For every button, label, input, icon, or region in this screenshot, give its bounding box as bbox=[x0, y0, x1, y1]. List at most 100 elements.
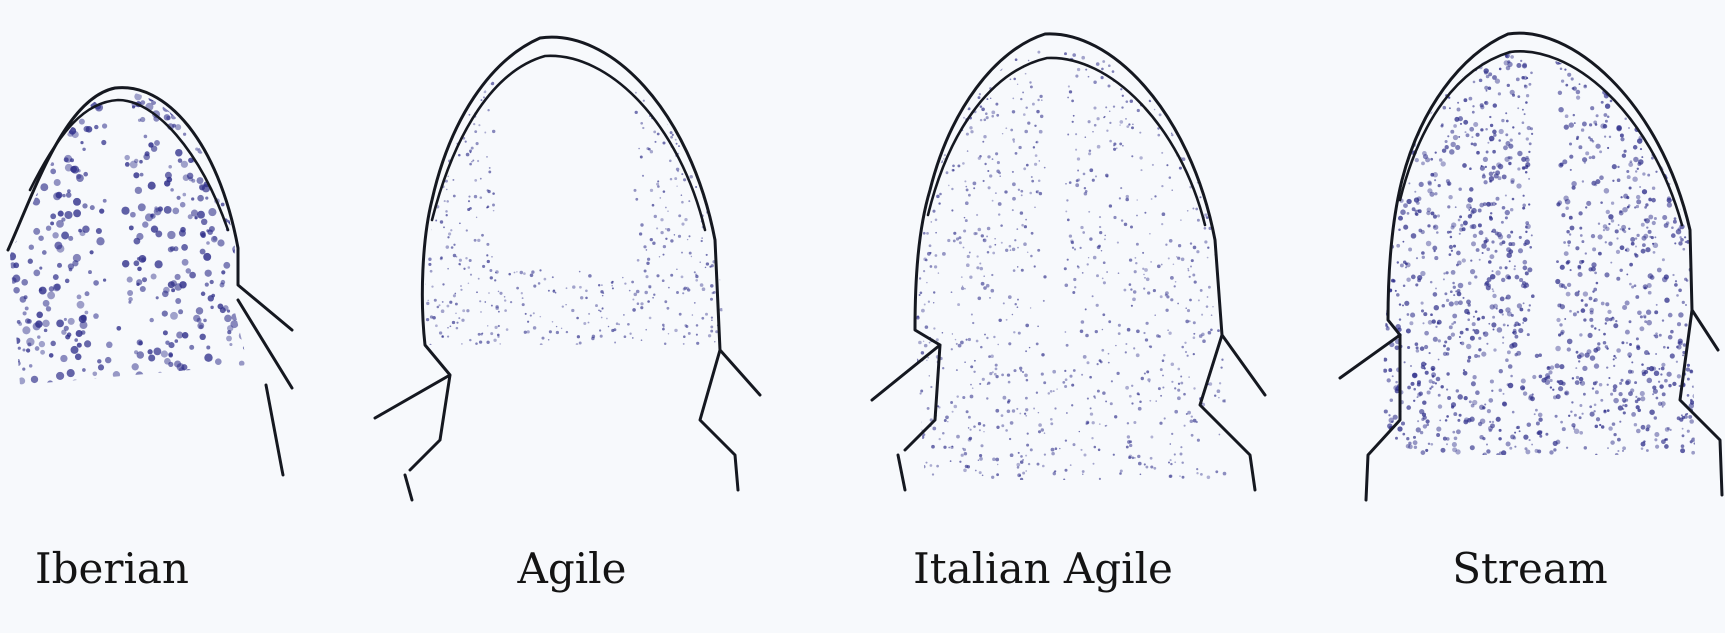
speckle-dot bbox=[995, 368, 998, 371]
speckle-dot bbox=[1662, 258, 1665, 261]
speckle-dot bbox=[1505, 194, 1507, 196]
speckle-dot bbox=[1569, 216, 1573, 220]
speckle-dot bbox=[1149, 400, 1151, 402]
speckle-dot bbox=[1014, 239, 1016, 241]
speckle-dot bbox=[942, 432, 945, 435]
speckle-dot bbox=[1441, 385, 1444, 388]
speckle-dot bbox=[487, 109, 489, 111]
speckle-dot bbox=[1422, 151, 1427, 156]
speckle-dot bbox=[1471, 136, 1473, 138]
speckle-dot bbox=[1613, 398, 1619, 404]
speckle-dot bbox=[1581, 47, 1584, 50]
speckle-dot bbox=[1503, 393, 1505, 395]
speckle-dot bbox=[210, 123, 216, 129]
speckle-dot bbox=[1441, 448, 1446, 453]
speckle-dot bbox=[951, 291, 953, 293]
speckle-dot bbox=[1085, 334, 1089, 338]
speckle-dot bbox=[1080, 226, 1083, 229]
speckle-dot bbox=[1105, 425, 1107, 427]
speckle-dot bbox=[1594, 327, 1596, 329]
speckle-dot bbox=[1523, 260, 1528, 265]
speckle-dot bbox=[1130, 64, 1134, 68]
speckle-dot bbox=[678, 214, 681, 217]
speckle-dot bbox=[1687, 364, 1690, 367]
speckle-dot bbox=[1036, 392, 1038, 394]
speckle-dot bbox=[1682, 54, 1685, 57]
speckle-dot bbox=[681, 252, 683, 254]
speckle-dot bbox=[1449, 149, 1455, 155]
speckle-dot bbox=[1565, 114, 1569, 118]
speckle-dot bbox=[506, 328, 509, 331]
speckle-dot bbox=[1592, 290, 1594, 292]
speckle-dot bbox=[695, 279, 698, 282]
speckle-dot bbox=[80, 141, 83, 144]
speckle-dot bbox=[426, 101, 428, 103]
speckle-dot bbox=[1178, 114, 1179, 115]
speckle-dot bbox=[1629, 283, 1632, 286]
speckle-dot bbox=[1574, 122, 1576, 124]
speckle-dot bbox=[1180, 453, 1183, 456]
speckle-dot bbox=[1110, 402, 1113, 405]
speckle-dot bbox=[1104, 116, 1106, 118]
speckle-dot bbox=[663, 254, 665, 256]
speckle-dot bbox=[1169, 176, 1172, 179]
speckle-dot bbox=[1007, 373, 1010, 376]
speckle-dot bbox=[713, 161, 715, 163]
speckle-dot bbox=[1075, 133, 1077, 135]
speckle-dot bbox=[1636, 345, 1640, 349]
speckle-dot bbox=[1020, 370, 1022, 372]
speckle-dot bbox=[1005, 127, 1007, 129]
speckle-dot bbox=[660, 197, 662, 199]
speckle-dot bbox=[93, 280, 99, 286]
speckle-dot bbox=[1558, 333, 1561, 336]
speckle-dot bbox=[1655, 335, 1659, 339]
speckle-dot bbox=[1626, 78, 1631, 83]
speckle-dot bbox=[1189, 276, 1191, 278]
speckle-dot bbox=[1682, 428, 1684, 430]
speckle-dot bbox=[49, 128, 54, 133]
speckle-dot bbox=[1022, 91, 1024, 93]
speckle-dot bbox=[237, 128, 244, 135]
speckle-dot bbox=[1017, 466, 1020, 469]
speckle-dot bbox=[1102, 313, 1105, 316]
speckle-dot bbox=[716, 193, 720, 197]
speckle-dot bbox=[1631, 412, 1636, 417]
speckle-dot bbox=[12, 177, 18, 183]
speckle-dot bbox=[703, 62, 704, 63]
speckle-dot bbox=[1528, 203, 1530, 205]
speckle-dot bbox=[1118, 332, 1121, 335]
speckle-dot bbox=[1653, 146, 1655, 148]
speckle-dot bbox=[1422, 79, 1426, 83]
speckle-dot bbox=[714, 341, 715, 342]
speckle-dot bbox=[985, 112, 988, 115]
speckle-dot bbox=[206, 345, 210, 349]
speckle-dot bbox=[1509, 260, 1511, 262]
speckle-dot bbox=[1404, 109, 1407, 112]
speckle-dot bbox=[154, 140, 160, 146]
speckle-dot bbox=[1407, 212, 1410, 215]
speckle-dot bbox=[934, 265, 937, 268]
speckle-dot bbox=[991, 289, 995, 293]
speckle-dot bbox=[992, 371, 994, 373]
speckle-dot bbox=[137, 339, 143, 345]
speckle-dot bbox=[1692, 386, 1694, 388]
speckle-dot bbox=[670, 131, 673, 134]
speckle-dot bbox=[1665, 120, 1669, 124]
speckle-dot bbox=[132, 363, 139, 370]
speckle-dot bbox=[1446, 443, 1448, 445]
speckle-dot bbox=[676, 185, 677, 186]
speckle-dot bbox=[1201, 68, 1204, 71]
speckle-dot bbox=[1607, 384, 1609, 386]
speckle-dot bbox=[1037, 325, 1039, 327]
speckle-dot bbox=[694, 271, 696, 273]
speckle-dot bbox=[139, 255, 147, 263]
speckle-dot bbox=[1473, 234, 1477, 238]
speckle-dot bbox=[1540, 430, 1543, 433]
speckle-dot bbox=[1024, 130, 1028, 134]
speckle-dot bbox=[1684, 323, 1687, 326]
speckle-dot bbox=[611, 329, 614, 332]
speckle-dot bbox=[929, 161, 932, 164]
speckle-dot bbox=[243, 277, 249, 283]
speckle-dot bbox=[1188, 376, 1189, 377]
